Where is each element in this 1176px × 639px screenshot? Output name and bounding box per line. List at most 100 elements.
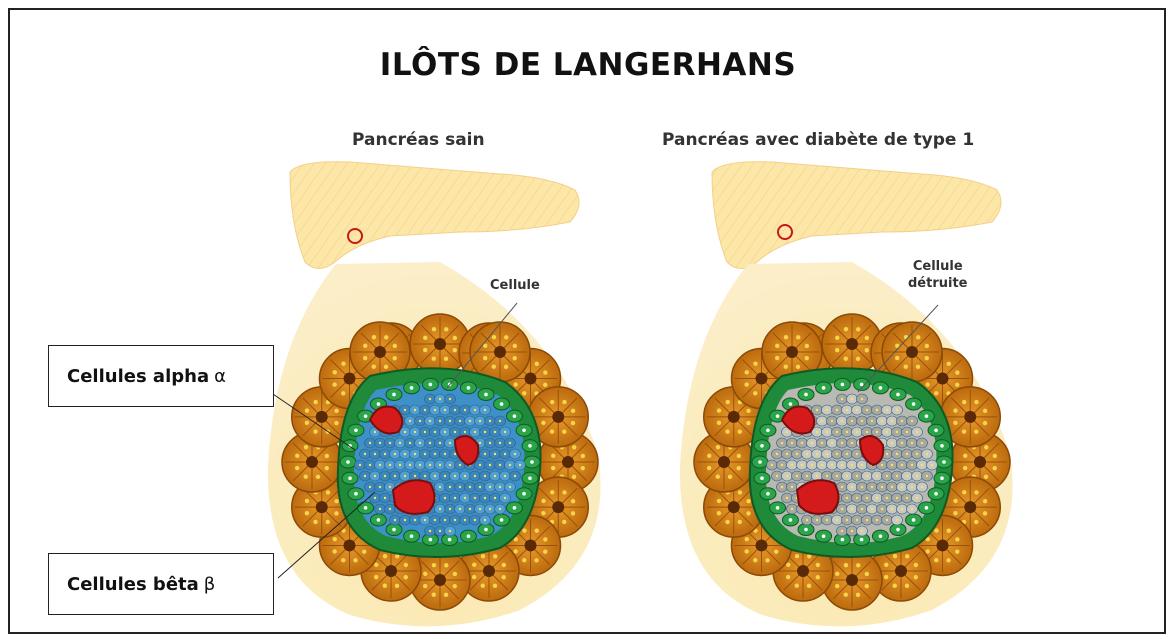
islet-cell xyxy=(827,416,838,426)
islet-cell xyxy=(390,449,401,459)
islet-cell xyxy=(475,504,486,514)
islet-cell xyxy=(852,493,863,503)
ring-cell xyxy=(404,530,420,542)
islet-cell xyxy=(375,438,386,448)
islet-cell xyxy=(415,438,426,448)
islet-cell xyxy=(380,449,391,459)
ring-cell xyxy=(386,388,402,400)
islet-cell xyxy=(767,460,778,470)
islet-cell xyxy=(882,493,893,503)
islet-cell xyxy=(872,405,883,415)
islet-cell xyxy=(485,482,496,492)
islet-cell xyxy=(812,449,823,459)
islet-cell xyxy=(807,460,818,470)
islet-cell xyxy=(832,427,843,437)
islet-cell xyxy=(882,427,893,437)
islet-cell xyxy=(817,416,828,426)
islet-cell xyxy=(907,416,918,426)
islet-cell xyxy=(907,438,918,448)
islet-cell xyxy=(892,515,903,525)
islet-cell xyxy=(837,394,848,404)
blood-vessel xyxy=(393,480,435,514)
islet-cell xyxy=(822,405,833,415)
islet-cell xyxy=(872,493,883,503)
islet-cell xyxy=(857,394,868,404)
islet-cell xyxy=(867,416,878,426)
ring-cell xyxy=(890,388,906,400)
islet-cell xyxy=(445,394,456,404)
ring-cell xyxy=(494,514,510,526)
islet-cell xyxy=(430,515,441,525)
islet-cell xyxy=(787,482,798,492)
islet-cell xyxy=(892,427,903,437)
islet-cell xyxy=(867,482,878,492)
islet-cell xyxy=(400,515,411,525)
islet-cell xyxy=(787,504,798,514)
ring-cell xyxy=(522,440,538,452)
ring-cell xyxy=(754,472,770,484)
islet-cell xyxy=(495,504,506,514)
islet-cell xyxy=(822,515,833,525)
ring-cell xyxy=(872,530,888,542)
ring-cell xyxy=(494,398,510,410)
islet-cell xyxy=(490,427,501,437)
ring-cell xyxy=(934,472,950,484)
islet-cell xyxy=(852,471,863,481)
islet-cell xyxy=(435,526,446,536)
ring-cell xyxy=(342,472,358,484)
islet-cell xyxy=(400,405,411,415)
islet-cell xyxy=(922,449,933,459)
islet-cell xyxy=(822,449,833,459)
islet-cell xyxy=(360,449,371,459)
islet-cell xyxy=(892,493,903,503)
islet-cell xyxy=(907,460,918,470)
islet-cell xyxy=(782,471,793,481)
islet-cell xyxy=(832,515,843,525)
islet-cell xyxy=(470,471,481,481)
ring-cell xyxy=(760,488,776,500)
islet-cell xyxy=(450,405,461,415)
ring-cell xyxy=(906,514,922,526)
ring-cell xyxy=(478,388,494,400)
ring-cell xyxy=(522,472,538,484)
islet-cell xyxy=(450,427,461,437)
panel-title-diabetic: Pancréas avec diabète de type 1 xyxy=(662,130,974,150)
label-cellule-detruite-line1: Cellule xyxy=(908,258,968,275)
islet-cell xyxy=(430,427,441,437)
islet-cell xyxy=(847,460,858,470)
islet-cell xyxy=(897,416,908,426)
islet-cell xyxy=(435,460,446,470)
islet-cell xyxy=(445,416,456,426)
islet-cell xyxy=(450,515,461,525)
islet-cell xyxy=(897,438,908,448)
islet-cell xyxy=(445,482,456,492)
islet-cell xyxy=(495,438,506,448)
islet-cell xyxy=(485,504,496,514)
islet-cell xyxy=(435,438,446,448)
diabetic-islet xyxy=(750,368,953,557)
islet-cell xyxy=(355,460,366,470)
islet-cell xyxy=(480,427,491,437)
islet-cell xyxy=(410,427,421,437)
islet-cell xyxy=(485,416,496,426)
ring-cell xyxy=(524,456,540,468)
ring-cell xyxy=(516,424,532,436)
islet-cell xyxy=(375,482,386,492)
islet-cell xyxy=(430,449,441,459)
islet-cell xyxy=(450,471,461,481)
islet-cell xyxy=(847,394,858,404)
islet-cell xyxy=(485,460,496,470)
ring-cell xyxy=(370,514,386,526)
islet-cell xyxy=(787,438,798,448)
islet-cell xyxy=(872,515,883,525)
islet-cell xyxy=(395,438,406,448)
islet-cell xyxy=(420,427,431,437)
ring-cell xyxy=(506,410,522,422)
islet-cell xyxy=(827,438,838,448)
ring-cell xyxy=(348,424,364,436)
islet-cell xyxy=(480,493,491,503)
islet-cell xyxy=(505,482,516,492)
islet-cell xyxy=(440,427,451,437)
islet-cell xyxy=(802,515,813,525)
